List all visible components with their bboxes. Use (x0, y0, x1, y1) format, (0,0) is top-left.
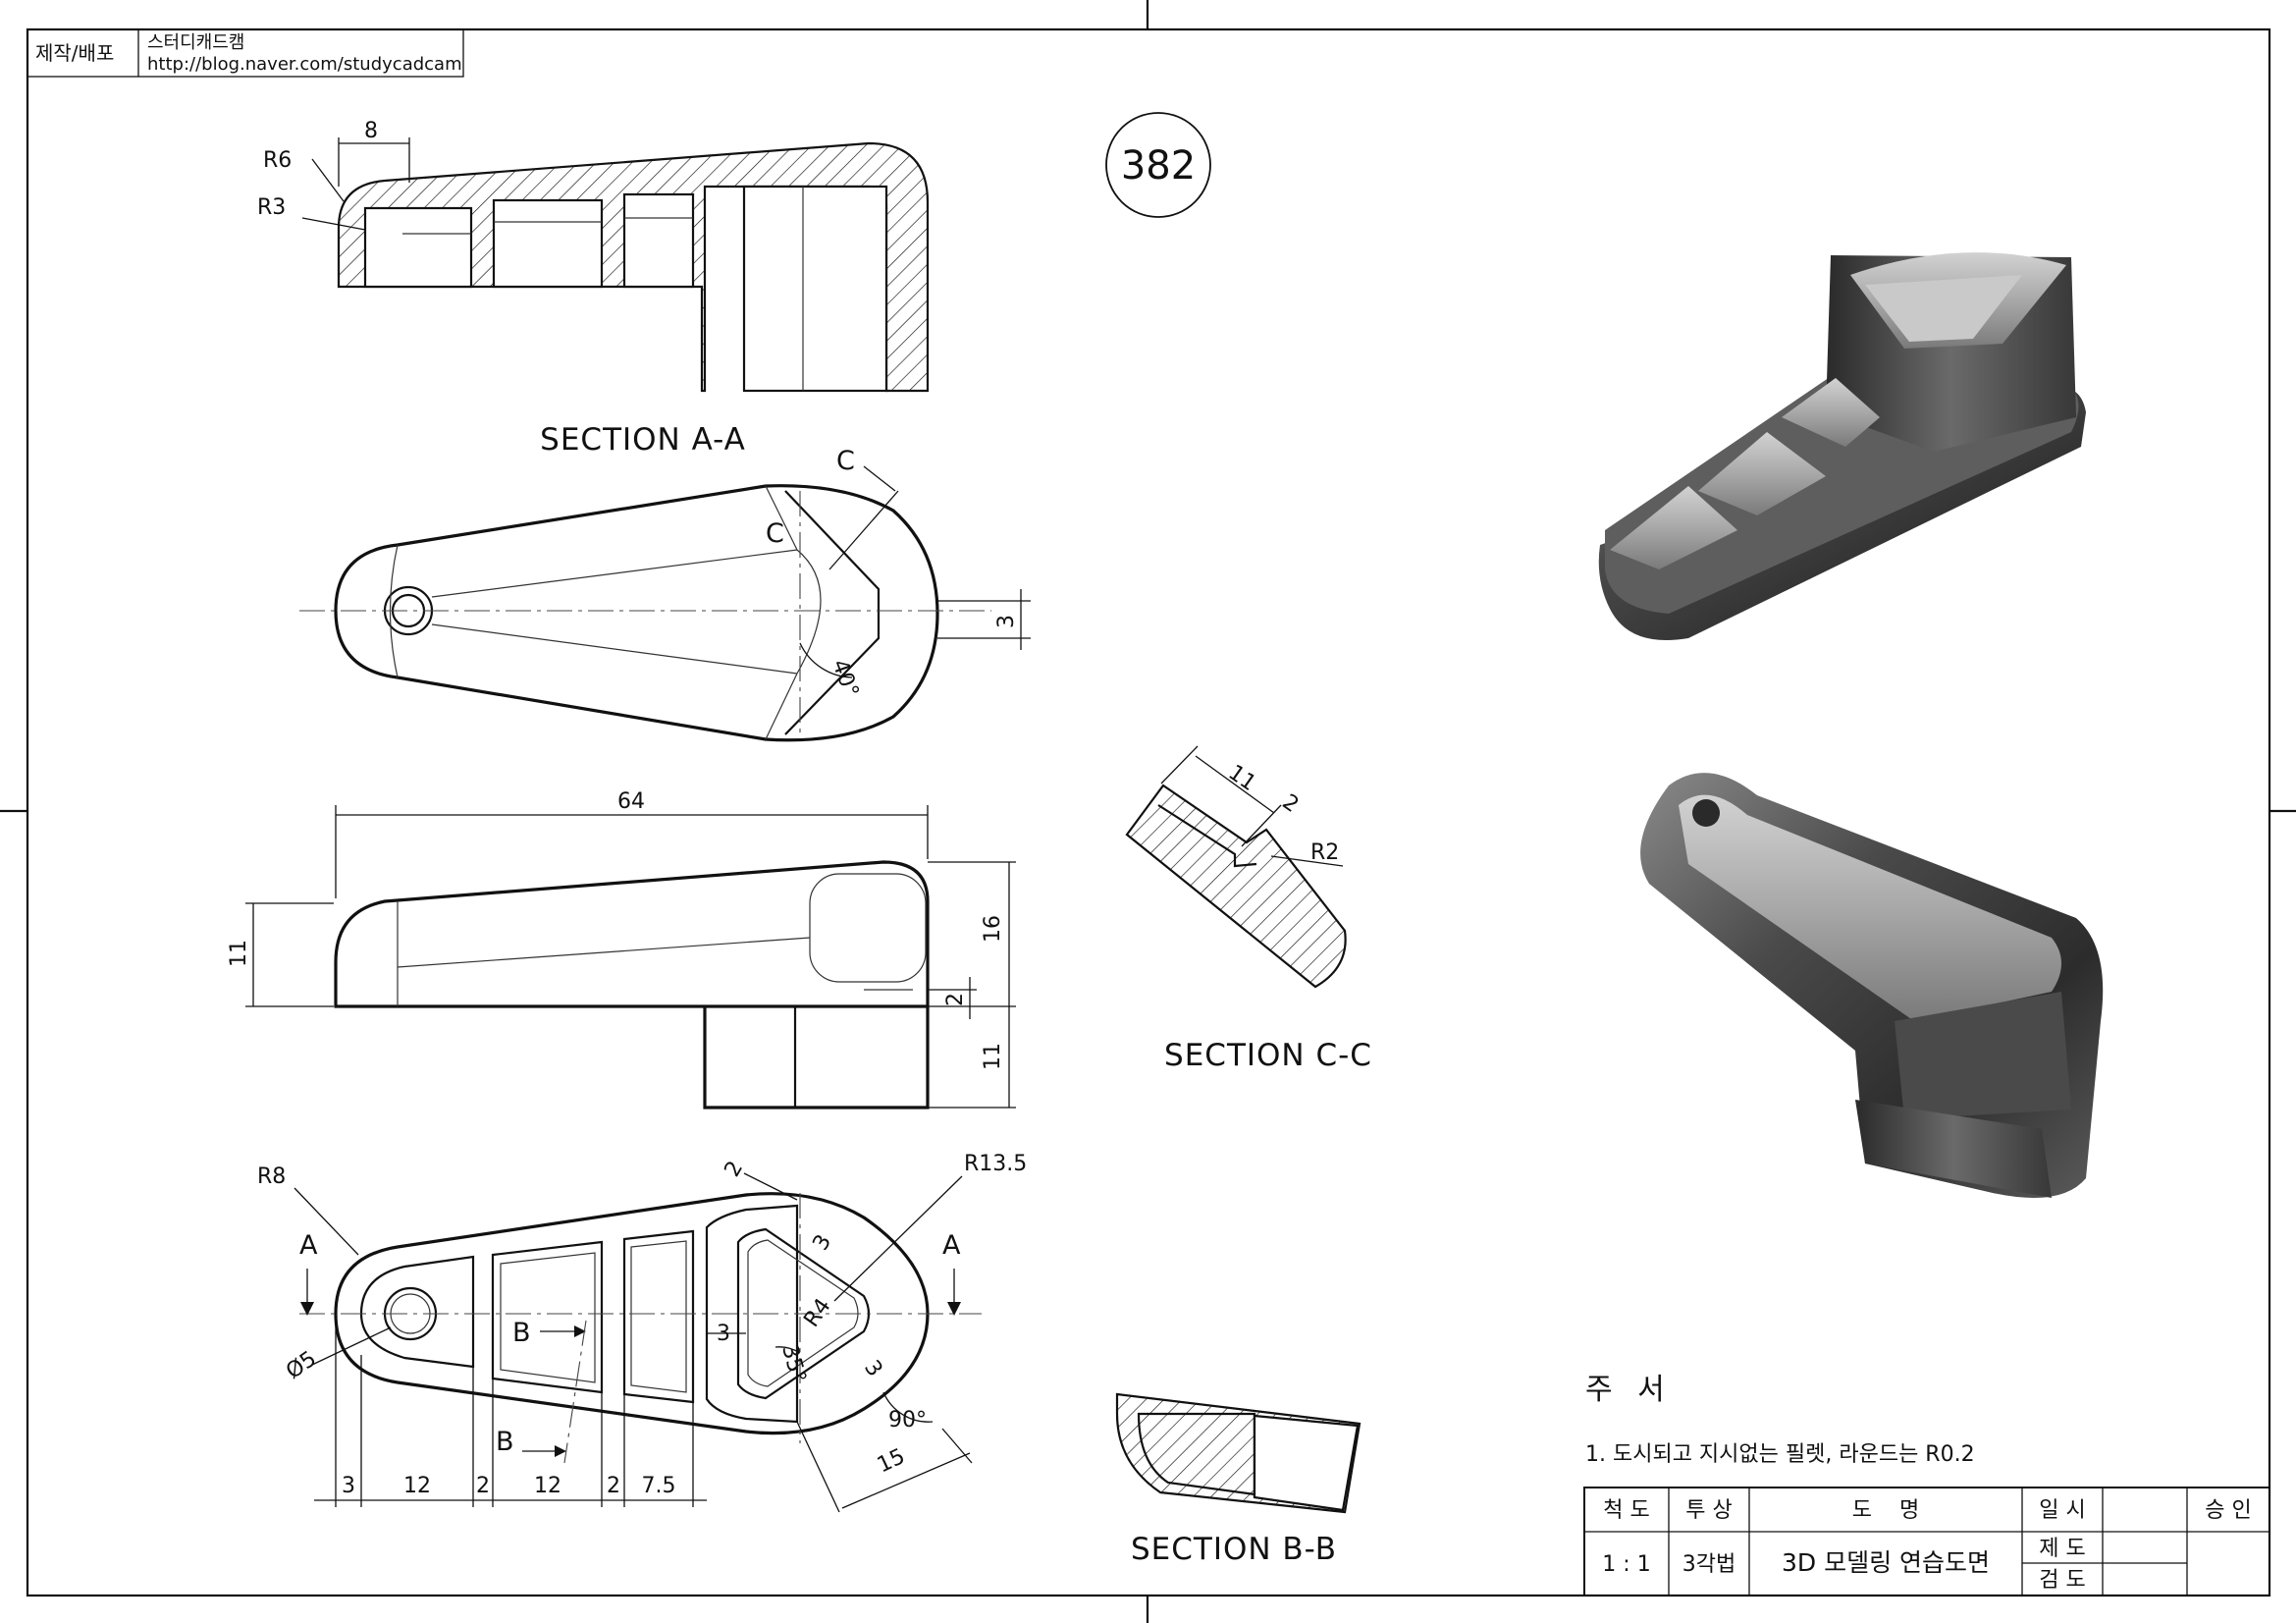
section-b-label: SECTION B-B (1131, 1532, 1337, 1567)
plan-dim-rib-top: 2 (721, 1157, 749, 1181)
front-dim-16: 16 (981, 915, 1005, 943)
tb-drawing-label: 도 명 (1852, 1498, 1919, 1523)
section-a-a: 8 R6 R3 SECTION A-A (257, 119, 930, 458)
header-box: 제작/배포 스터디캐드캠 http://blog.naver.com/study… (27, 28, 464, 78)
plan-cut-b-top: B (512, 1318, 532, 1348)
plan-dim-angle-35: 35° (776, 1342, 810, 1385)
plan-dim-r13-5: R13.5 (964, 1152, 1027, 1176)
plan-cut-a-right: A (942, 1230, 961, 1261)
section-c-c: 11 2 R2 SECTION C-C (1125, 745, 1372, 1073)
tb-drawn-label: 제 도 (2039, 1537, 2085, 1561)
front-dim-2: 2 (943, 993, 968, 1006)
front-dim-64: 64 (617, 789, 645, 814)
tb-checked-label: 검 도 (2039, 1568, 2085, 1593)
notes-heading: 주 서 (1585, 1373, 1673, 1407)
section-c-label: SECTION C-C (1164, 1038, 1372, 1073)
sec-c-dim-r2: R2 (1310, 840, 1339, 865)
sec-a-dim-r3: R3 (257, 195, 286, 220)
tb-approval-label: 승 인 (2205, 1498, 2251, 1523)
plan-dim-web-a: 3 (809, 1230, 837, 1255)
tb-projection-value: 3각법 (1682, 1552, 1735, 1577)
header-url: http://blog.naver.com/studycadcam (147, 54, 462, 75)
plan-cut-b-bottom: B (496, 1427, 515, 1457)
section-a-label: SECTION A-A (540, 422, 746, 458)
sec-c-dim-11: 11 (1224, 760, 1260, 796)
plan-bottom-dim-6: 7.5 (642, 1474, 676, 1498)
front-dim-11-right: 11 (981, 1043, 1005, 1070)
plan-dim-web-c: 3 (859, 1356, 887, 1381)
plan-dim-r4: R4 (799, 1294, 835, 1331)
tb-drawing-value: 3D 모델링 연습도면 (1782, 1548, 1990, 1577)
iso-render-top (1598, 252, 2086, 640)
sec-a-dim-r6: R6 (263, 148, 292, 173)
sec-a-dim-8: 8 (364, 119, 378, 143)
top-dim-angle: 40° (827, 657, 863, 701)
plan-cut-a-left: A (299, 1230, 318, 1261)
notes-item-1: 1. 도시되고 지시없는 필렛, 라운드는 R0.2 (1585, 1442, 1975, 1467)
top-cut-c1: C (836, 446, 856, 476)
drawing-number: 382 (1105, 112, 1211, 218)
plan-bottom-dim-1: 3 (342, 1474, 355, 1498)
plan-bottom-dim-2: 12 (403, 1474, 431, 1498)
plan-bottom-dim-4: 12 (534, 1474, 561, 1498)
plan-view: A A B B R8 R13.5 Ø5 R4 2 3 3 3 35° 90° 1… (257, 1152, 1027, 1513)
notes: 주 서 1. 도시되고 지시없는 필렛, 라운드는 R0.2 (1585, 1373, 1975, 1467)
top-cut-c2: C (766, 518, 785, 549)
sec-c-dim-2: 2 (1278, 789, 1304, 818)
header-title: 스터디캐드캠 (147, 32, 244, 53)
header-label: 제작/배포 (35, 41, 114, 65)
top-view: C C 40° 3 (299, 446, 1031, 742)
top-dim-3: 3 (994, 615, 1019, 628)
tb-date-label: 일 시 (2039, 1498, 2085, 1523)
front-dim-11-left: 11 (227, 940, 251, 967)
drawing-number-text: 382 (1121, 143, 1196, 189)
front-view: 64 11 16 11 2 (227, 789, 1016, 1109)
plan-dim-dia: Ø5 (282, 1346, 321, 1383)
title-block: 척 도 1 : 1 투 상 3각법 도 명 3D 모델링 연습도면 일 시 제 … (1583, 1487, 2270, 1596)
plan-dim-r8: R8 (257, 1164, 286, 1189)
section-b-b: SECTION B-B (1115, 1392, 1362, 1567)
plan-dim-angle-90: 90° (888, 1408, 927, 1433)
plan-bottom-dim-5: 2 (607, 1474, 620, 1498)
tb-scale-label: 척 도 (1603, 1498, 1649, 1523)
tb-scale-value: 1 : 1 (1602, 1552, 1650, 1577)
plan-dim-15: 15 (874, 1444, 909, 1478)
tb-projection-label: 투 상 (1685, 1498, 1732, 1523)
iso-render-bottom (1640, 773, 2104, 1198)
plan-bottom-dim-3: 2 (476, 1474, 490, 1498)
